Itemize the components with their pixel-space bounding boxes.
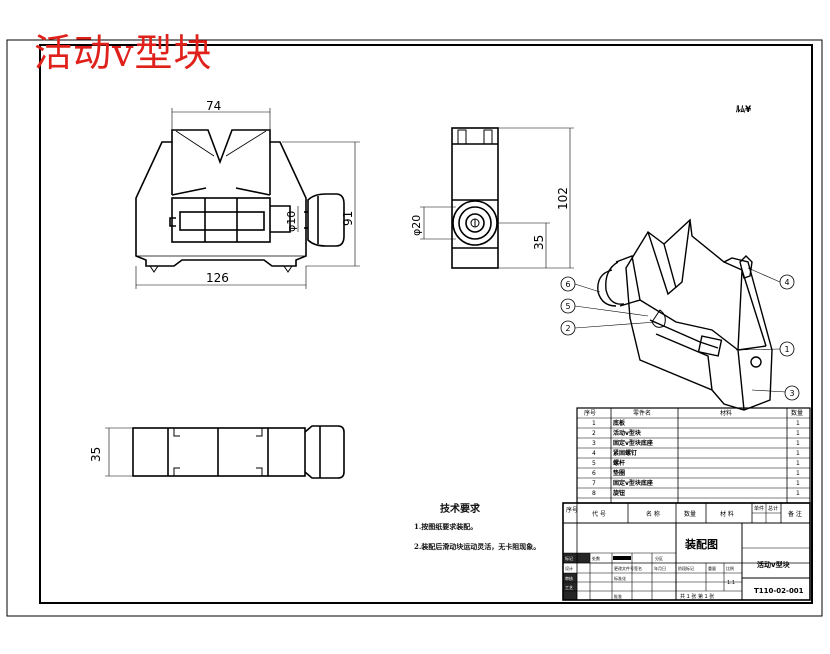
tb-scale: 比例 bbox=[726, 565, 734, 571]
dim-phi20: φ20 bbox=[410, 215, 423, 236]
title-block bbox=[562, 502, 811, 601]
parts-row-name: 紧固螺钉 bbox=[613, 449, 637, 457]
tb-designer: 设计 bbox=[565, 565, 573, 571]
outer-frame bbox=[6, 39, 823, 617]
balloon-5: 5 bbox=[565, 302, 570, 311]
parts-row-qty: 1 bbox=[796, 460, 800, 467]
parts-header-qty: 数量 bbox=[791, 409, 803, 417]
tb-signature: 签名 bbox=[634, 565, 642, 571]
tb-stage-mark: 阶段标记 bbox=[678, 565, 694, 571]
plan-view bbox=[132, 425, 345, 479]
parts-row-qty: 1 bbox=[796, 420, 800, 427]
parts-header-name: 零件名 bbox=[633, 409, 651, 417]
tb-zone: 分区 bbox=[655, 555, 663, 561]
tb-process: 工艺 bbox=[565, 585, 573, 590]
parts-row-name: 活动v型块 bbox=[613, 429, 642, 437]
isometric-view bbox=[597, 218, 773, 411]
notes-heading: 技术要求 bbox=[440, 504, 480, 515]
tb-change-doc: 更改文件号 bbox=[614, 565, 634, 571]
tb-qty: 数量 bbox=[684, 510, 696, 518]
tb-count: 处数 bbox=[592, 555, 600, 561]
dim-126: 126 bbox=[206, 271, 229, 285]
parts-row-qty: 1 bbox=[796, 450, 800, 457]
dim-35-side: 35 bbox=[532, 235, 546, 250]
leader-lines bbox=[574, 267, 787, 393]
tb-seq: 序号 bbox=[566, 506, 578, 514]
tb-scale-value: 1:1 bbox=[727, 580, 735, 586]
tb-remark: 备 注 bbox=[788, 510, 802, 518]
parts-row-no: 6 bbox=[592, 470, 596, 477]
tb-drawing-no: T110-02-001 bbox=[754, 587, 804, 595]
tb-product-name: 活动v型块 bbox=[757, 560, 791, 569]
front-view-dimensions bbox=[135, 108, 360, 289]
dim-91: 91 bbox=[341, 211, 355, 226]
parts-row-name: 螺杆 bbox=[613, 459, 625, 467]
parts-list-text: 序号 零件名 材料 数量 1 底板 1 2 活动v型块 1 3 固定v型块底座 … bbox=[584, 409, 803, 497]
parts-list bbox=[576, 407, 811, 504]
parts-row-qty: 1 bbox=[796, 480, 800, 487]
tb-date: 年月日 bbox=[654, 565, 666, 571]
parts-row-no: 7 bbox=[592, 480, 596, 487]
tb-standard: 标准化 bbox=[614, 575, 626, 581]
inner-frame bbox=[39, 44, 813, 604]
drawing-title: 活动v型块 bbox=[34, 31, 213, 75]
side-view bbox=[451, 127, 499, 269]
parts-row-no: 2 bbox=[592, 430, 596, 437]
tb-weight: 重量 bbox=[708, 565, 716, 571]
notes-item: 1.按图纸要求装配。 bbox=[414, 522, 478, 531]
tb-total-weight: 总计 bbox=[768, 505, 778, 512]
dim-74: 74 bbox=[206, 99, 221, 113]
dim-102: 102 bbox=[556, 187, 570, 210]
tb-checker: 审核 bbox=[565, 575, 573, 581]
tb-material: 材 料 bbox=[720, 510, 734, 518]
tb-drawing-name: 装配图 bbox=[684, 537, 718, 551]
side-view-dimensions bbox=[420, 127, 574, 269]
front-view bbox=[135, 129, 345, 273]
parts-row-qty: 1 bbox=[796, 430, 800, 437]
balloon-3: 3 bbox=[789, 389, 794, 398]
parts-row-no: 1 bbox=[592, 420, 596, 427]
balloon-4: 4 bbox=[784, 278, 789, 287]
notes-item: 2.装配后滑动块运动灵活，无卡阻现象。 bbox=[414, 542, 541, 551]
title-block-text: 序号 代 号 名 称 数量 材 料 单件 总计 备 注 装配图 活动v型块 T1… bbox=[565, 505, 804, 600]
parts-row-qty: 1 bbox=[796, 440, 800, 447]
top-mark: ﾙﾑ¥ bbox=[735, 104, 752, 115]
parts-row-no: 4 bbox=[592, 450, 596, 457]
tb-approve: 批准 bbox=[614, 593, 622, 599]
parts-row-name: 垫圈 bbox=[613, 469, 625, 477]
parts-row-name: 底板 bbox=[613, 419, 626, 427]
balloon-2: 2 bbox=[565, 324, 570, 333]
plan-view-dimensions bbox=[105, 427, 133, 477]
parts-row-qty: 1 bbox=[796, 470, 800, 477]
balloons bbox=[560, 274, 800, 401]
dim-35-plan: 35 bbox=[89, 447, 103, 462]
tb-code: 代 号 bbox=[592, 510, 606, 518]
tb-unit-weight: 单件 bbox=[754, 505, 764, 512]
parts-row-no: 3 bbox=[592, 440, 596, 447]
tb-sheets: 共 1 张 第 1 张 bbox=[680, 593, 714, 600]
tb-name: 名 称 bbox=[646, 510, 660, 518]
balloon-1: 1 bbox=[784, 345, 789, 354]
parts-row-name: 固定v型块底座 bbox=[613, 479, 653, 487]
balloon-6: 6 bbox=[565, 280, 570, 289]
parts-row-no: 5 bbox=[592, 460, 596, 467]
parts-row-name: 旋钮 bbox=[612, 489, 625, 497]
tb-mark: 标记 bbox=[565, 555, 573, 561]
parts-row-qty: 1 bbox=[796, 490, 800, 497]
parts-header-no: 序号 bbox=[584, 409, 596, 417]
parts-header-material: 材料 bbox=[720, 409, 732, 417]
dim-phi10: φ10 bbox=[285, 211, 298, 232]
parts-row-name: 固定v型块底座 bbox=[613, 439, 653, 447]
parts-row-no: 8 bbox=[592, 490, 596, 497]
